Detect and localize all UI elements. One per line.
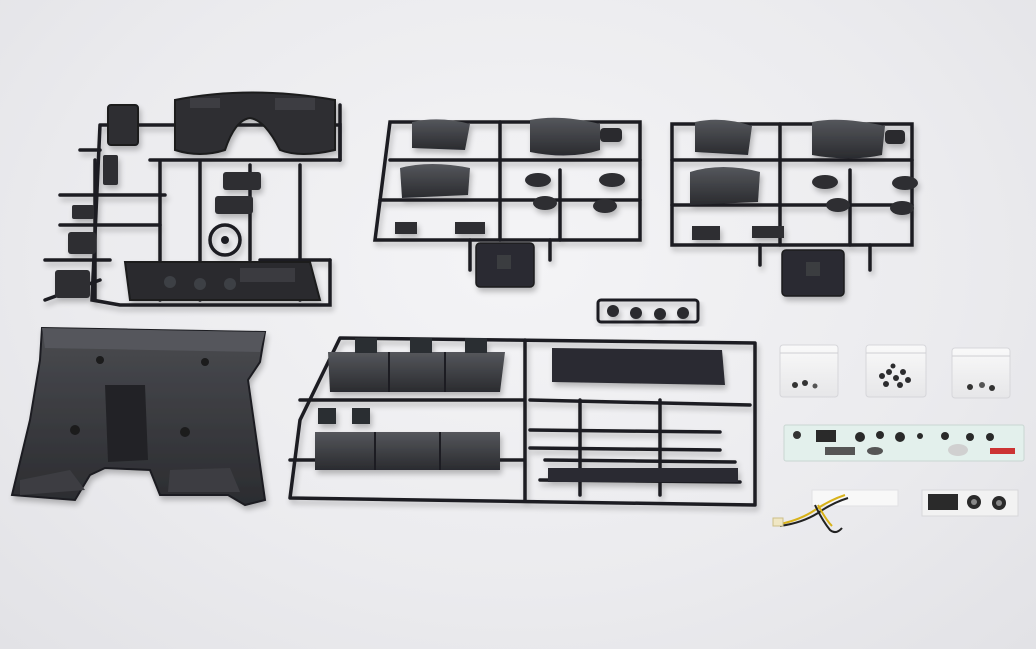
rear-bench-sprue	[288, 336, 757, 507]
small-knob-sprue	[596, 298, 700, 324]
gauge-decal-sheet	[783, 424, 1025, 462]
dashboard-sprue-frame	[43, 91, 342, 307]
front-seat-sprue-right	[670, 119, 918, 297]
small-gauge-decal	[921, 489, 1019, 517]
hardware-bag-center	[865, 344, 927, 398]
led-wire-harness	[772, 489, 899, 534]
hardware-bag-left	[779, 344, 839, 398]
hardware-bag-right	[951, 347, 1011, 399]
floor-pan-tub	[10, 326, 267, 507]
front-seat-sprue-left	[373, 117, 642, 288]
